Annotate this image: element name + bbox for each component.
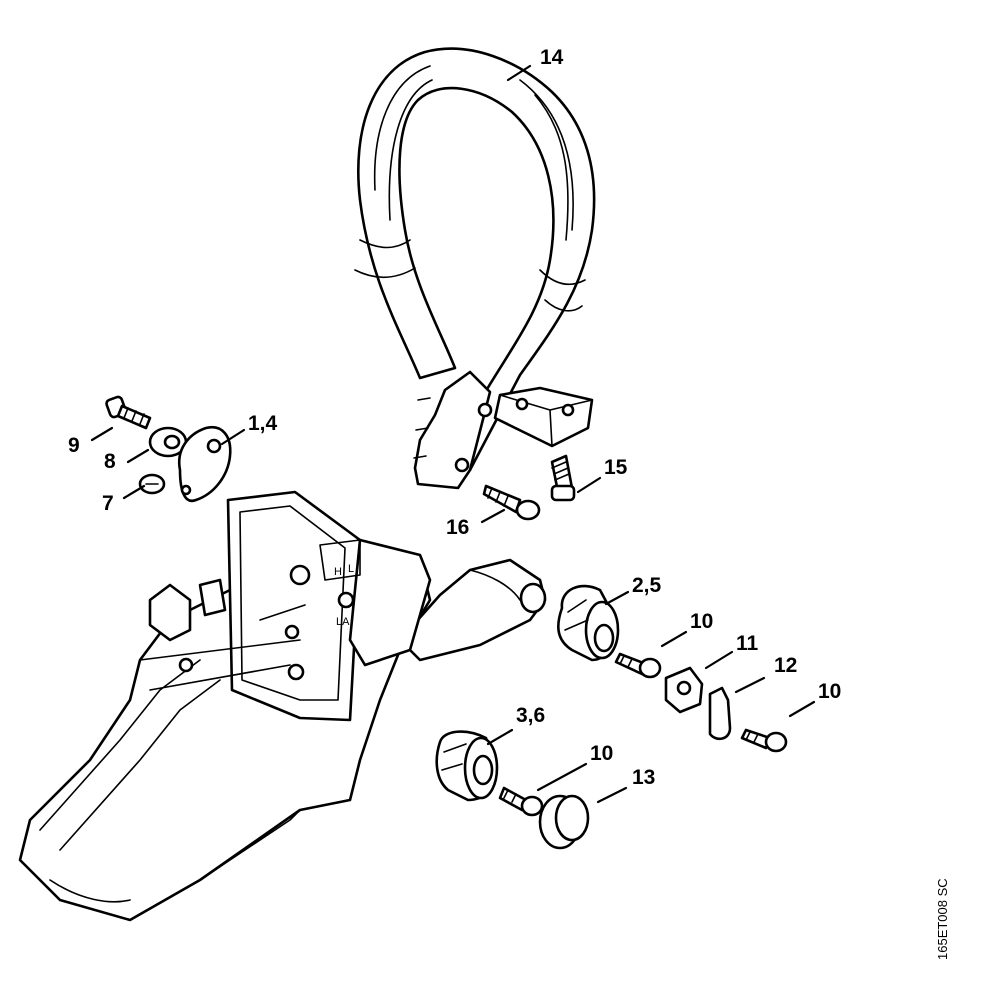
callout-11: 11 (736, 632, 759, 655)
screw-10c (498, 786, 544, 817)
callout-labels: 14 1,4 9 8 7 15 16 2,5 10 11 12 10 3,6 1… (68, 46, 841, 789)
callout-1-4: 1,4 (248, 412, 278, 435)
screw-7 (138, 473, 166, 495)
marking-h: H (334, 566, 342, 578)
reference-code: 165ET008 SC (935, 878, 950, 960)
callout-15: 15 (604, 456, 628, 479)
callout-10c: 10 (590, 742, 613, 765)
av-buffer-3-6 (435, 730, 499, 802)
retainer-11 (664, 666, 704, 714)
cover-plate-1-4 (177, 425, 232, 503)
washer-8 (148, 426, 188, 458)
clip-12 (708, 686, 732, 741)
screw-15 (550, 454, 576, 502)
chainsaw-housing: H L LA (18, 490, 547, 922)
front-handle-bar (354, 47, 596, 490)
marking-la: LA (336, 616, 350, 628)
marking-l: L (348, 563, 354, 575)
callout-10b: 10 (818, 680, 841, 703)
callout-3-6: 3,6 (516, 704, 545, 727)
callout-7: 7 (102, 492, 114, 515)
leader-lines (90, 64, 816, 804)
callout-12: 12 (774, 654, 797, 677)
av-buffer-2-5 (557, 584, 620, 662)
callout-10a: 10 (690, 610, 713, 633)
callout-16: 16 (446, 516, 469, 539)
callout-8: 8 (104, 450, 116, 473)
mounting-block (493, 386, 594, 448)
callout-14: 14 (540, 46, 564, 69)
screw-16 (482, 484, 541, 521)
screw-10b (740, 728, 788, 753)
plug-13 (538, 794, 590, 850)
callout-13: 13 (632, 766, 655, 789)
callout-9: 9 (68, 434, 80, 457)
callout-2-5: 2,5 (632, 574, 662, 597)
screw-10a (614, 652, 662, 679)
screw-9 (105, 395, 152, 430)
